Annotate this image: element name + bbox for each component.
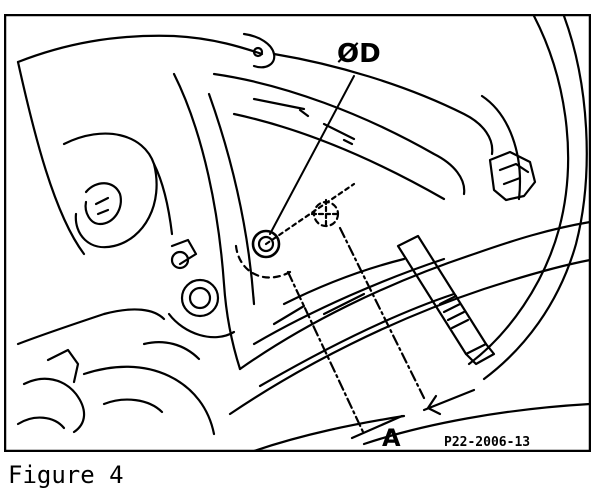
pin-bracket <box>170 238 198 266</box>
dim-extension-2 <box>338 226 426 400</box>
lower-left-arc <box>16 416 66 430</box>
arm-arrows <box>298 108 354 146</box>
lower-detail <box>142 341 201 361</box>
pivot-arc <box>167 312 236 339</box>
right-inner-arc <box>480 94 521 201</box>
top-pin <box>252 46 264 58</box>
left-lobe-detail <box>94 196 110 216</box>
bottom-center-line <box>252 414 406 452</box>
lower-left-tab <box>46 348 80 384</box>
diameter-label: ØD <box>337 39 381 69</box>
lower-bracket <box>82 365 216 436</box>
shaft-bottom <box>228 258 591 416</box>
technical-illustration: ØD A P22-2006-13 <box>4 14 591 452</box>
lower-left-curve <box>22 377 86 434</box>
bolt-head-right <box>488 150 537 202</box>
lower-bracket-inner <box>102 398 164 414</box>
left-lobe <box>62 132 158 249</box>
shaft-bolt-head <box>464 342 496 366</box>
leader-d <box>269 75 355 235</box>
part-code: P22-2006-13 <box>444 435 530 450</box>
left-edge-curve <box>16 60 86 256</box>
hole-connector <box>264 182 356 246</box>
lower-left-edge <box>16 308 166 346</box>
center-column-left <box>172 72 242 371</box>
shaft-line-1 <box>252 257 446 346</box>
shaft-bolt-thread <box>438 294 470 330</box>
pivot-outer <box>180 278 220 318</box>
center-column-right <box>207 92 256 306</box>
bolt-detail-right <box>498 162 530 186</box>
lobe-neck <box>152 162 174 236</box>
hole-d <box>251 229 281 259</box>
arm-hatch <box>252 97 356 141</box>
dim-arrow-left <box>350 414 404 440</box>
right-body-outer <box>482 14 588 381</box>
bottom-right-line <box>362 402 591 446</box>
upper-edge <box>16 34 264 64</box>
arm-contour-1 <box>232 112 446 201</box>
upper-arm-top <box>272 52 494 156</box>
upper-arm-inner <box>212 72 466 196</box>
hole-hidden-centerline <box>310 198 342 230</box>
dim-arrowhead <box>426 394 442 416</box>
distance-label: A <box>382 424 401 452</box>
dim-extension-1 <box>286 270 366 436</box>
hole-d-dashed-arc <box>234 244 292 279</box>
shaft-line-3 <box>282 257 406 306</box>
shaft-texture <box>272 292 366 326</box>
left-lobe-hole <box>84 182 122 226</box>
dim-arrow-right <box>422 388 476 412</box>
border <box>4 14 591 452</box>
right-body-curve <box>467 14 570 366</box>
figure-frame: ØD A P22-2006-13 <box>4 14 591 452</box>
hole-d-inner <box>257 235 275 253</box>
shaft-top <box>238 220 591 371</box>
pivot-inner <box>188 286 212 310</box>
figure-caption: Figure 4 <box>8 461 124 489</box>
shaft-line-2 <box>258 292 456 388</box>
